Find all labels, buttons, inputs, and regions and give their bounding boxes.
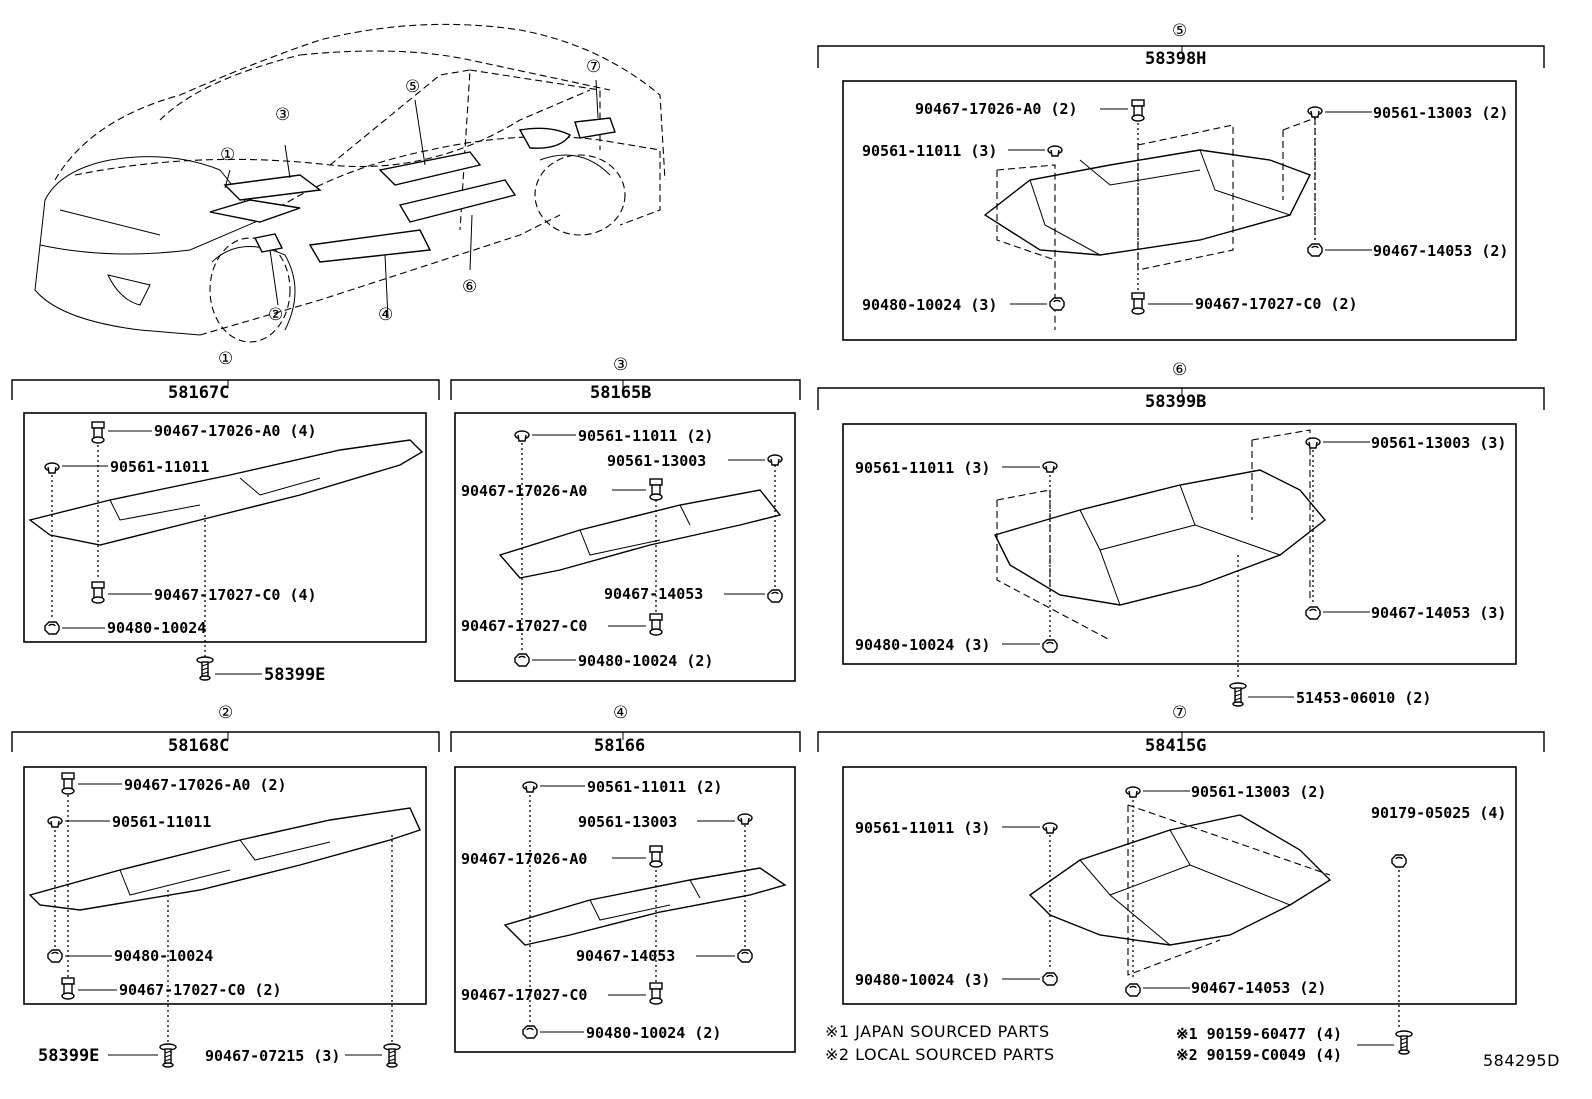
part-58167c bbox=[28, 439, 424, 546]
g1-label-5: 58399E bbox=[264, 665, 325, 685]
g2-label-4: 90467-17027-C0 (2) bbox=[119, 981, 282, 999]
g4-label-2: 90561-13003 bbox=[578, 813, 677, 831]
callout-2: ② bbox=[268, 305, 283, 325]
group-4: ④ 58166 90561-11011 (2) 90561-13003 9046… bbox=[450, 703, 801, 1053]
g2-label-6: 90467-07215 (3) bbox=[205, 1047, 340, 1065]
g3-label-5: 90467-17027-C0 bbox=[461, 617, 587, 635]
g7-label-5: 90467-14053 (2) bbox=[1191, 979, 1326, 997]
g4-label-6: 90480-10024 (2) bbox=[586, 1024, 721, 1042]
note-local: ※2 LOCAL SOURCED PARTS bbox=[825, 1045, 1055, 1064]
g3-label-4: 90467-14053 bbox=[604, 585, 703, 603]
g3-label-6: 90480-10024 (2) bbox=[578, 652, 713, 670]
group-5-code: 58398H bbox=[1145, 49, 1206, 69]
group-3-num: ③ bbox=[613, 355, 628, 375]
g5-label-1: 90467-17026-A0 (2) bbox=[915, 100, 1078, 118]
callout-4: ④ bbox=[378, 305, 393, 325]
callout-1: ① bbox=[220, 145, 235, 165]
g2-label-5: 58399E bbox=[38, 1046, 99, 1066]
note-part-2: ※2 90159-C0049 (4) bbox=[1176, 1046, 1342, 1064]
g1-label-2: 90561-11011 bbox=[110, 458, 209, 476]
part-58398h bbox=[983, 149, 1311, 256]
note-part-1: ※1 90159-60477 (4) bbox=[1176, 1025, 1342, 1043]
group-7-code: 58415G bbox=[1145, 736, 1206, 756]
group-5-num: ⑤ bbox=[1172, 21, 1187, 41]
group-7-num: ⑦ bbox=[1172, 703, 1187, 723]
g6-label-4: 90480-10024 (3) bbox=[855, 636, 990, 654]
part-58399b bbox=[993, 469, 1327, 606]
g7-label-2: 90179-05025 (4) bbox=[1371, 804, 1506, 822]
part-58168c bbox=[28, 807, 421, 911]
g2-label-3: 90480-10024 bbox=[114, 947, 213, 965]
group-7: ⑦ 58415G 90561-13003 (2) 90179-05025 (4)… bbox=[817, 703, 1545, 1055]
car-overview bbox=[34, 23, 666, 343]
g5-label-2: 90561-13003 (2) bbox=[1373, 104, 1508, 122]
group-4-num: ④ bbox=[613, 703, 628, 723]
group-4-code: 58166 bbox=[594, 736, 645, 756]
g1-label-4: 90480-10024 bbox=[107, 619, 206, 637]
group-2: ② 58168C 90467-17026-A0 (2) 90561-11011 … bbox=[11, 703, 440, 1068]
group-1-code: 58167C bbox=[168, 383, 229, 403]
g7-label-3: 90561-11011 (3) bbox=[855, 819, 990, 837]
callout-7: ⑦ bbox=[586, 57, 601, 77]
group-2-num: ② bbox=[218, 703, 233, 723]
g4-label-1: 90561-11011 (2) bbox=[587, 778, 722, 796]
g3-label-2: 90561-13003 bbox=[607, 452, 706, 470]
g4-label-4: 90467-14053 bbox=[576, 947, 675, 965]
diagram-id: 584295D bbox=[1483, 1051, 1560, 1070]
g2-label-1: 90467-17026-A0 (2) bbox=[124, 776, 287, 794]
notes: ※1 JAPAN SOURCED PARTS ※2 LOCAL SOURCED … bbox=[825, 1022, 1560, 1070]
group-1-num: ① bbox=[218, 349, 233, 369]
note-japan: ※1 JAPAN SOURCED PARTS bbox=[825, 1022, 1050, 1041]
g6-label-2: 90561-13003 (3) bbox=[1371, 434, 1506, 452]
group-1: ① 58167C 90467-17026-A0 (4) 90561-11011 … bbox=[11, 349, 440, 685]
group-6-num: ⑥ bbox=[1172, 360, 1187, 380]
group-3: ③ 58165B 90561-11011 (2) 90561-13003 904… bbox=[450, 355, 801, 682]
g7-label-4: 90480-10024 (3) bbox=[855, 971, 990, 989]
part-58415g bbox=[1028, 814, 1332, 946]
g3-label-3: 90467-17026-A0 bbox=[461, 482, 587, 500]
part-58165b bbox=[498, 489, 782, 579]
g5-label-6: 90467-17027-C0 (2) bbox=[1195, 295, 1358, 313]
g2-label-2: 90561-11011 bbox=[112, 813, 211, 831]
car-callouts: ① ② ③ ④ ⑤ ⑥ ⑦ bbox=[220, 57, 601, 325]
g1-label-1: 90467-17026-A0 (4) bbox=[154, 422, 317, 440]
g5-label-4: 90467-14053 (2) bbox=[1373, 242, 1508, 260]
group-5: ⑤ 58398H 90467-17026-A0 (2) 90561-13003 … bbox=[817, 21, 1545, 341]
g4-label-5: 90467-17027-C0 bbox=[461, 986, 587, 1004]
g7-label-1: 90561-13003 (2) bbox=[1191, 783, 1326, 801]
group-3-code: 58165B bbox=[590, 383, 651, 403]
callout-6: ⑥ bbox=[462, 277, 477, 297]
g6-label-5: 51453-06010 (2) bbox=[1296, 689, 1431, 707]
g6-label-1: 90561-11011 (3) bbox=[855, 459, 990, 477]
g5-label-3: 90561-11011 (3) bbox=[862, 142, 997, 160]
group-2-code: 58168C bbox=[168, 736, 229, 756]
part-58166 bbox=[503, 867, 787, 946]
group-6: ⑥ 58399B 90561-11011 (3) 90561-13003 (3)… bbox=[817, 360, 1545, 707]
callout-3: ③ bbox=[275, 105, 290, 125]
g5-label-5: 90480-10024 (3) bbox=[862, 296, 997, 314]
g6-label-3: 90467-14053 (3) bbox=[1371, 604, 1506, 622]
callout-5: ⑤ bbox=[405, 77, 420, 97]
g3-label-1: 90561-11011 (2) bbox=[578, 427, 713, 445]
g4-label-3: 90467-17026-A0 bbox=[461, 850, 587, 868]
group-6-code: 58399B bbox=[1145, 392, 1206, 412]
g1-label-3: 90467-17027-C0 (4) bbox=[154, 586, 317, 604]
